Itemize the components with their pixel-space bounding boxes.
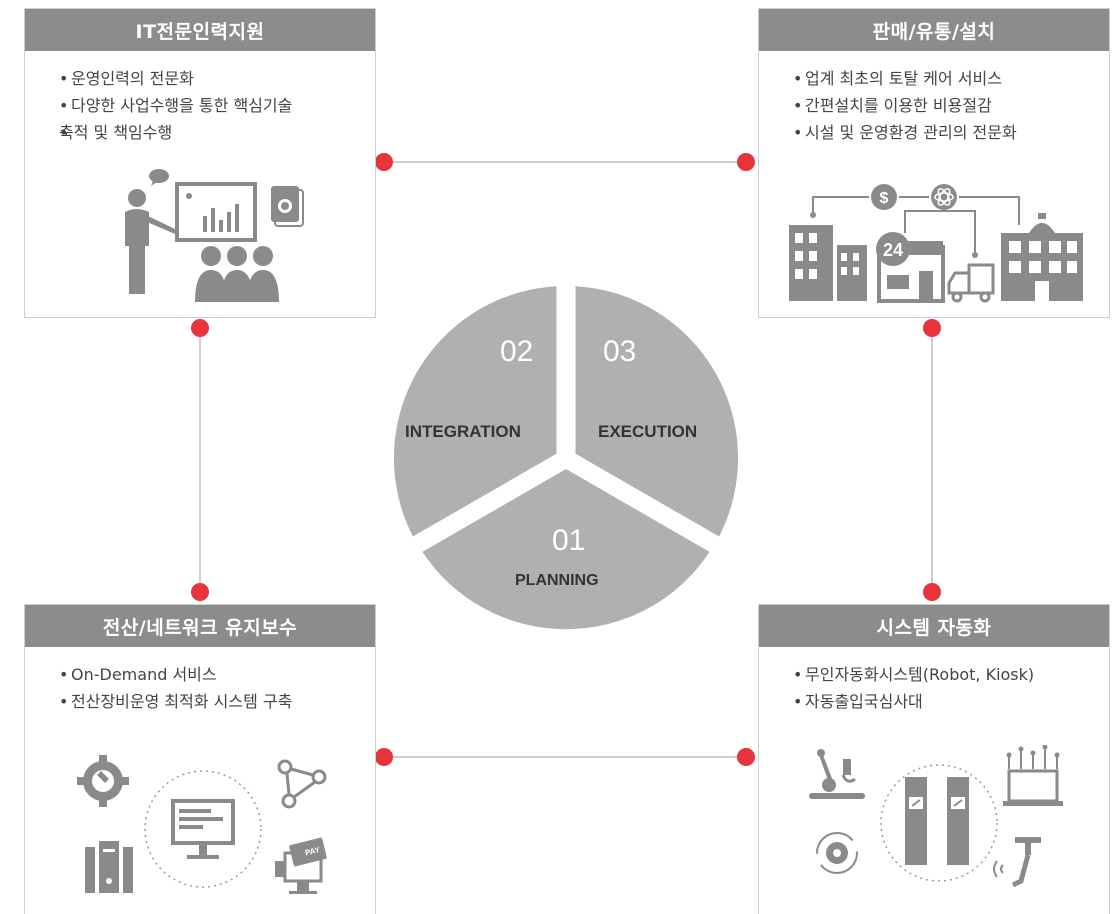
bullet-list: 운영인력의 전문화 다양한 사업수행을 통한 핵심기술 축적 및 책임수행 <box>25 51 375 146</box>
monitor-icon <box>171 799 235 859</box>
card-network-maintenance: 전산/네트워크 유지보수 On-Demand 서비스 전산장비운영 최적화 시스… <box>24 604 376 914</box>
certificate-icon <box>271 186 304 227</box>
card-it-staffing: IT전문인력지원 운영인력의 전문화 다양한 사업수행을 통한 핵심기술 축적 … <box>24 8 376 318</box>
kiosk-gate-icon <box>905 777 969 865</box>
process-wheel: 02 INTEGRATION 03 EXECUTION 01 PLANNING <box>393 285 739 631</box>
pay-card-icon: PAY <box>275 837 327 894</box>
connector-dot <box>375 153 393 171</box>
segment-number-01: 01 <box>552 524 586 557</box>
connector-dot <box>191 319 209 337</box>
laptop-icon <box>1003 745 1063 806</box>
connector-dot <box>923 583 941 601</box>
bullet-list: On-Demand 서비스 전산장비운영 최적화 시스템 구축 <box>25 647 375 715</box>
bullet-list: 무인자동화시스템(Robot, Kiosk) 자동출입국심사대 <box>759 647 1109 715</box>
bullet-item: 업계 최초의 토탈 케어 서비스 <box>793 65 1109 92</box>
sales-install-illustration: $ 24 <box>789 184 1083 303</box>
svg-text:$: $ <box>880 190 889 207</box>
robot-arm-icon <box>809 749 865 799</box>
presenter-icon <box>125 169 177 294</box>
buildings-icon <box>789 225 867 301</box>
store-24-label: 24 <box>883 240 903 260</box>
bullet-item: On-Demand 서비스 <box>59 661 375 688</box>
server-icon <box>85 841 133 893</box>
connector-dot <box>191 583 209 601</box>
bullet-item: 전산장비운영 최적화 시스템 구축 <box>59 688 375 715</box>
system-automation-illustration <box>809 745 1063 888</box>
segment-number-03: 03 <box>603 335 637 368</box>
connector-dot <box>737 748 755 766</box>
bullet-item-continuation: 축적 및 책임수행 <box>59 119 375 146</box>
network-maintenance-illustration: PAY <box>77 755 327 894</box>
segment-label-integration: INTEGRATION <box>405 422 521 441</box>
connector-dot <box>737 153 755 171</box>
card-sales-install: 판매/유통/설치 업계 최초의 토탈 케어 서비스 간편설치를 이용한 비용절감… <box>758 8 1110 318</box>
bullet-item: 다양한 사업수행을 통한 핵심기술 <box>59 92 375 119</box>
cycle-gear-icon <box>816 832 858 874</box>
wheel-segment-planning <box>422 469 710 630</box>
bullet-list: 업계 최초의 토탈 케어 서비스 간편설치를 이용한 비용절감 시설 및 운영환… <box>759 51 1109 146</box>
bullet-item: 자동출입국심사대 <box>793 688 1109 715</box>
card-title: IT전문인력지원 <box>25 9 375 51</box>
wheel-segment-execution <box>575 286 739 537</box>
card-title: 전산/네트워크 유지보수 <box>25 605 375 647</box>
wheel-graphic <box>393 286 739 630</box>
connector-dot <box>923 319 941 337</box>
wheel-segment-integration <box>393 286 557 537</box>
store-24-icon: 24 <box>876 232 945 303</box>
wifi-sensor-icon <box>993 837 1041 888</box>
segment-label-planning: PLANNING <box>515 572 599 589</box>
pay-label: PAY <box>304 845 321 858</box>
bullet-item: 무인자동화시스템(Robot, Kiosk) <box>793 661 1109 688</box>
bullet-item: 간편설치를 이용한 비용절감 <box>793 92 1109 119</box>
gear-wrench-icon <box>77 755 129 807</box>
card-title: 시스템 자동화 <box>759 605 1109 647</box>
connector-dot <box>375 748 393 766</box>
card-title: 판매/유통/설치 <box>759 9 1109 51</box>
chart-board-icon <box>175 182 257 242</box>
segment-label-execution: EXECUTION <box>598 422 698 441</box>
network-nodes-icon <box>277 759 327 809</box>
segment-number-02: 02 <box>500 335 534 368</box>
bullet-item: 운영인력의 전문화 <box>59 65 375 92</box>
audience-icon <box>195 246 279 302</box>
bullet-item: 시설 및 운영환경 관리의 전문화 <box>793 119 1109 146</box>
atom-icon <box>931 184 957 210</box>
office-building-icon <box>1001 213 1083 301</box>
dollar-icon: $ <box>871 184 897 210</box>
truck-icon <box>947 263 995 303</box>
card-system-automation: 시스템 자동화 무인자동화시스템(Robot, Kiosk) 자동출입국심사대 <box>758 604 1110 914</box>
it-staffing-illustration <box>125 169 304 302</box>
